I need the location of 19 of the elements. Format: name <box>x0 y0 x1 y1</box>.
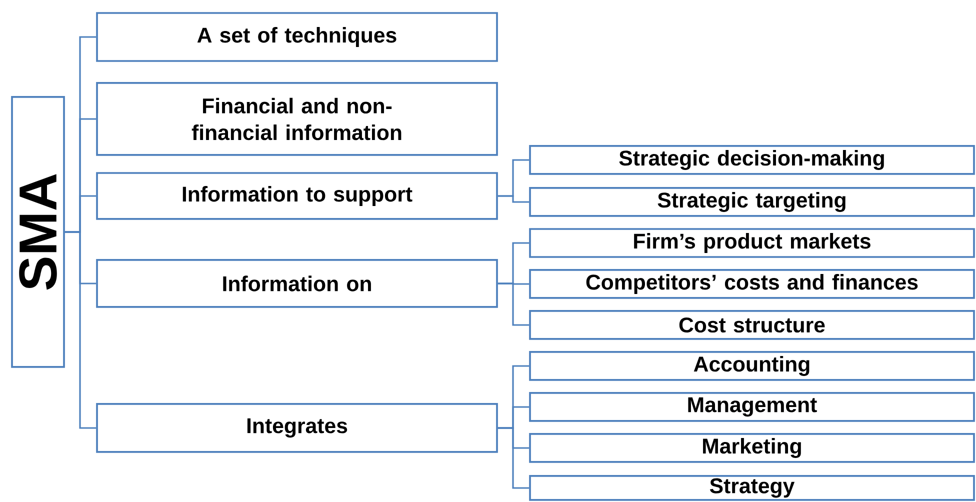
text-box: Cost structure <box>529 310 975 340</box>
connector <box>498 427 530 489</box>
title-box: SMA <box>11 96 65 368</box>
text-box: Integrates <box>96 403 498 453</box>
text-box: Strategic decision-making <box>529 145 975 175</box>
text-box: Information on <box>96 259 498 308</box>
text-box: Strategic targeting <box>529 187 975 217</box>
text-box: Management <box>529 392 975 422</box>
text-box: Marketing <box>529 433 975 463</box>
text-box: Firm’s product markets <box>529 228 975 258</box>
text-box: Competitors’ costs and finances <box>529 269 975 299</box>
text-box: Accounting <box>529 351 975 381</box>
connector <box>498 195 530 203</box>
text-box: Information to support <box>96 172 498 220</box>
connector <box>64 231 96 429</box>
text-box: A set of techniques <box>96 12 498 62</box>
text-box: Financial and non-financial information <box>96 82 498 156</box>
connector <box>498 282 530 326</box>
text-box: Strategy <box>529 475 975 501</box>
